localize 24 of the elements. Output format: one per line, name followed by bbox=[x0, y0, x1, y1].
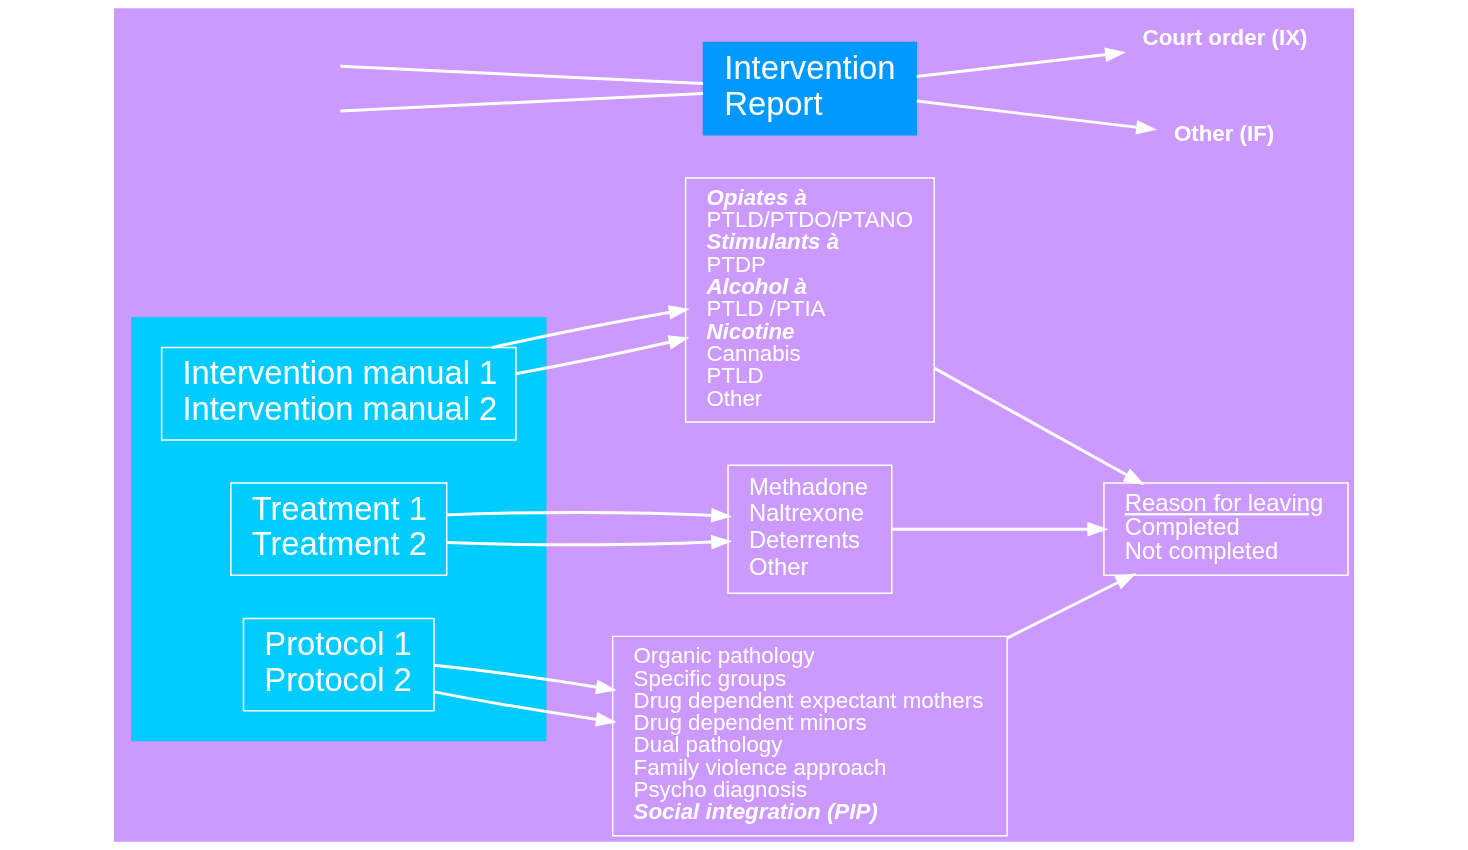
arrow bbox=[916, 47, 1126, 78]
node-box: Opiates à PTLD/PTDO/PTANO Stimulants à PTDP Alcohol à PTLD /PTIA Nicotine Cannabis PTLD Other bbox=[684, 177, 935, 423]
arrow bbox=[434, 690, 617, 727]
arrow bbox=[491, 305, 690, 349]
node-text: Other (IF) bbox=[1173, 121, 1275, 147]
arrow bbox=[515, 335, 690, 376]
node-box: Reason for leaving Completed Not completed bbox=[1103, 482, 1349, 577]
node-box: Organic pathology Specific groups Drug dependent expectant mothers Drug dependent minors Dual pathology Family violence approach Psycho diagnosis Social integration (PIP) bbox=[611, 635, 1008, 837]
arrow bbox=[434, 663, 617, 695]
arrow bbox=[447, 534, 733, 550]
node-text: Court order (IX) bbox=[1142, 24, 1308, 50]
connector bbox=[340, 64, 704, 86]
arrow bbox=[933, 366, 1145, 485]
node-box: Intervention manual 1 Intervention manual 2 bbox=[160, 346, 517, 441]
node-box: Intervention Report bbox=[702, 41, 918, 136]
cluster bbox=[131, 317, 547, 742]
arrow bbox=[447, 508, 733, 523]
node-box: Protocol 1 Protocol 2 bbox=[242, 617, 435, 712]
arrow bbox=[916, 99, 1158, 135]
node-box: Treatment 1 Treatment 2 bbox=[230, 482, 448, 577]
node-box: Methadone Naltrexone Deterrents Other bbox=[727, 464, 893, 594]
arrow bbox=[1007, 573, 1137, 640]
arrow bbox=[892, 521, 1109, 537]
connector bbox=[340, 92, 704, 113]
